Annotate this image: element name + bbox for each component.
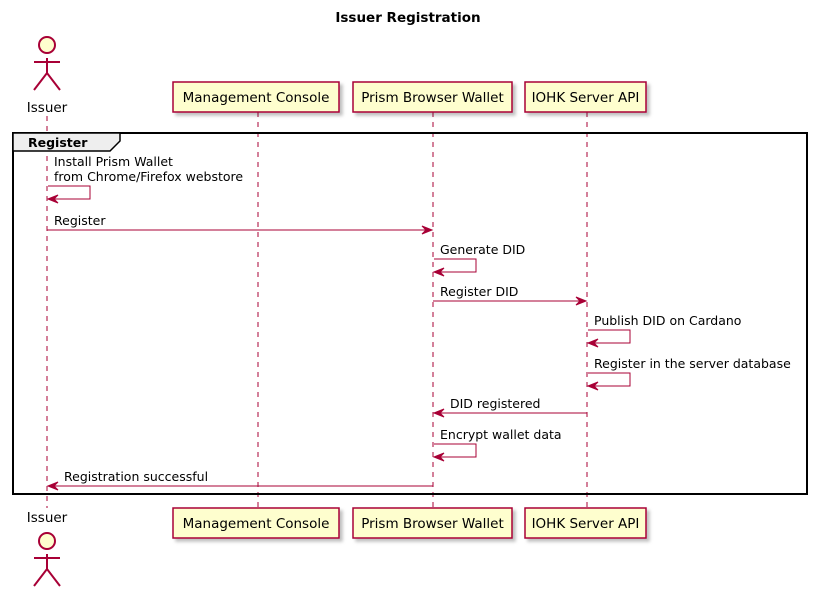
message: Register in the server database bbox=[586, 356, 791, 391]
self-message-line bbox=[434, 443, 477, 458]
participant-label: Prism Browser Wallet bbox=[361, 516, 504, 532]
frame-label: Register bbox=[28, 135, 88, 150]
actor-issuer: Issuer bbox=[27, 36, 68, 116]
message: DID registered bbox=[432, 396, 587, 418]
arrow-head bbox=[432, 452, 445, 462]
actor-head bbox=[38, 36, 56, 54]
arrow-head bbox=[586, 381, 599, 391]
actor-issuer: Issuer bbox=[27, 510, 68, 587]
message: Register DID bbox=[433, 284, 588, 306]
frame-border bbox=[12, 132, 808, 495]
participant-label: IOHK Server API bbox=[532, 90, 640, 106]
message-label: Encrypt wallet data bbox=[440, 427, 562, 442]
message-label: DID registered bbox=[450, 396, 540, 411]
actor-label: Issuer bbox=[27, 100, 68, 116]
participant-label: IOHK Server API bbox=[532, 516, 640, 532]
frame-tab bbox=[12, 132, 121, 152]
message: Publish DID on Cardano bbox=[586, 313, 741, 348]
self-message-line bbox=[48, 185, 91, 200]
participant-console: Management Console bbox=[172, 507, 340, 539]
participants-top: Issuer Management Console Prism Browser Wa… bbox=[27, 36, 647, 116]
actor-head bbox=[38, 532, 56, 550]
arrow-head bbox=[575, 296, 588, 306]
diagram-title: Issuer Registration bbox=[335, 10, 480, 26]
participant-label: Management Console bbox=[183, 90, 330, 106]
message-label: Generate DID bbox=[440, 242, 525, 257]
message-label: Register bbox=[54, 213, 106, 228]
message-label: Publish DID on Cardano bbox=[594, 313, 741, 328]
message-label: Register in the server database bbox=[594, 356, 791, 371]
lifelines bbox=[46, 112, 588, 508]
message: Generate DID bbox=[432, 242, 525, 277]
participant-label: Management Console bbox=[183, 516, 330, 532]
participant-api: IOHK Server API bbox=[524, 81, 647, 113]
participant-box bbox=[172, 81, 340, 113]
participant-box bbox=[352, 507, 513, 539]
message: Registration successful bbox=[46, 469, 433, 491]
arrow-head bbox=[432, 267, 445, 277]
participant-box bbox=[524, 81, 647, 113]
message-label: Install Prism Wallet bbox=[54, 154, 173, 169]
actor-legs bbox=[33, 567, 61, 587]
participants-bottom: Issuer Management Console Prism Browser Wa… bbox=[27, 507, 647, 587]
self-message-line bbox=[588, 372, 631, 387]
message: Encrypt wallet data bbox=[432, 427, 562, 462]
message: Register bbox=[47, 213, 434, 235]
self-message-line bbox=[434, 258, 477, 273]
actor-legs bbox=[33, 71, 61, 91]
messages: Install Prism Wallet from Chrome/Firefox… bbox=[46, 154, 791, 491]
actor-label: Issuer bbox=[27, 510, 68, 526]
message-label: Register DID bbox=[440, 284, 518, 299]
self-message-line bbox=[588, 329, 631, 344]
message: Install Prism Wallet from Chrome/Firefox… bbox=[46, 154, 243, 204]
arrow-head bbox=[46, 194, 59, 204]
arrow-head bbox=[432, 408, 445, 418]
participant-wallet: Prism Browser Wallet bbox=[352, 81, 513, 113]
message-label: Registration successful bbox=[64, 469, 208, 484]
participant-box bbox=[172, 507, 340, 539]
arrow-head bbox=[46, 481, 59, 491]
register-frame: Register bbox=[12, 132, 808, 495]
participant-box bbox=[352, 81, 513, 113]
participant-console: Management Console bbox=[172, 81, 340, 113]
arrow-head bbox=[421, 225, 434, 235]
message-label: from Chrome/Firefox webstore bbox=[54, 169, 243, 184]
arrow-head bbox=[586, 338, 599, 348]
participant-box bbox=[524, 507, 647, 539]
participant-wallet: Prism Browser Wallet bbox=[352, 507, 513, 539]
participant-api: IOHK Server API bbox=[524, 507, 647, 539]
participant-label: Prism Browser Wallet bbox=[361, 90, 504, 106]
